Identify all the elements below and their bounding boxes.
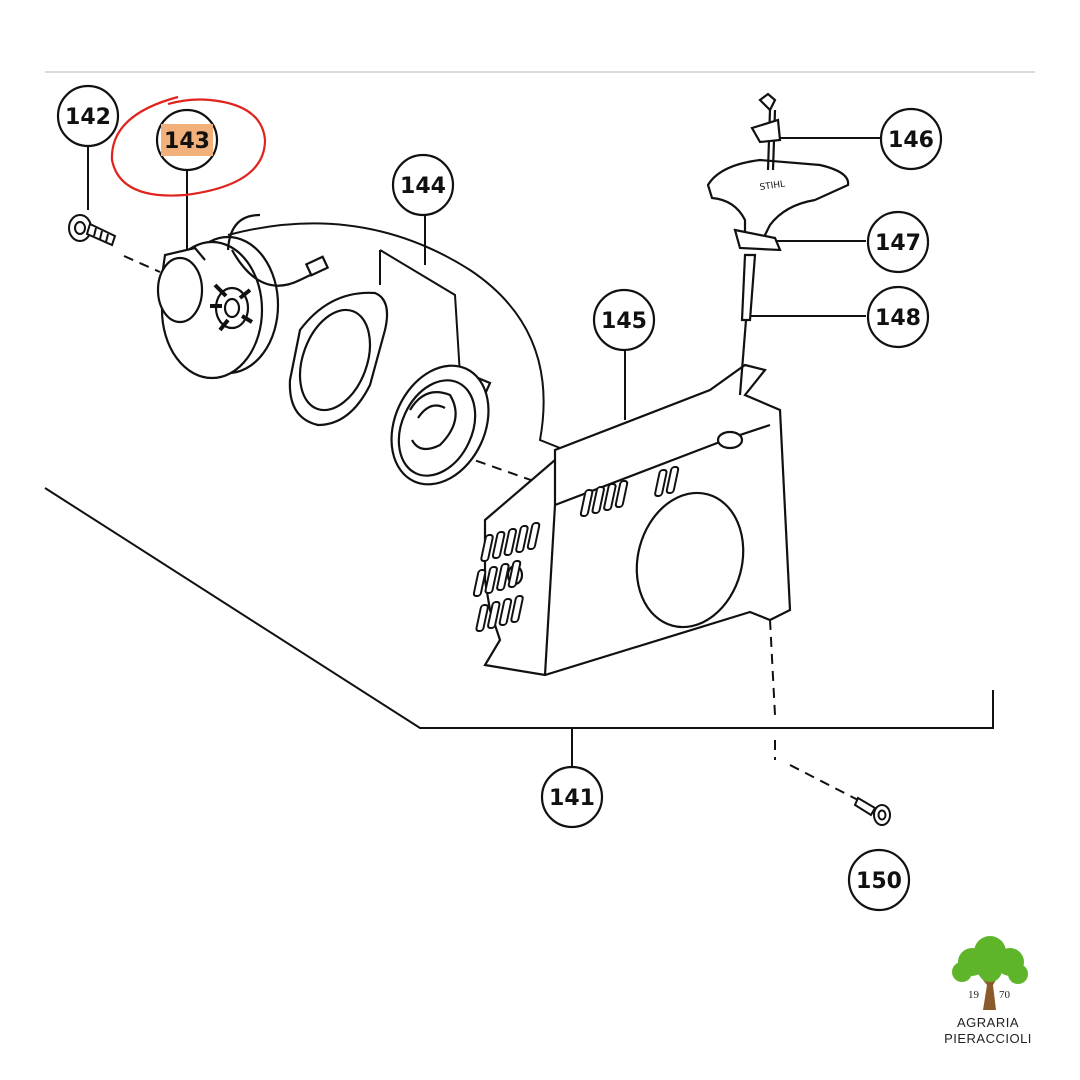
callout-labels: 142 143 144 145 146 147 148 141 150 (56, 84, 943, 912)
callout-highlight (161, 124, 213, 156)
vent-slot (510, 595, 524, 623)
vent-slot (472, 569, 487, 597)
screw-150-icon (853, 796, 891, 826)
leader-lines (87, 137, 880, 420)
callout-circle (592, 288, 656, 352)
callout-141: 141 (540, 765, 604, 829)
callout-circle (391, 153, 455, 217)
callout-circle (866, 210, 930, 274)
spring-cassette-144-icon (288, 291, 492, 486)
vent-slot (491, 531, 506, 559)
vent-slot (579, 489, 594, 517)
callout-circle (866, 285, 930, 349)
housing-vent-slots (472, 466, 680, 632)
callout-label: 142 (65, 105, 111, 130)
tree-icon (952, 936, 1028, 1010)
screw-142-icon (68, 214, 117, 247)
assembly-guide-lines (44, 222, 994, 801)
vent-slot (475, 604, 489, 632)
vent-slot (654, 469, 668, 497)
callout-label: 145 (601, 309, 647, 334)
callout-circle (879, 107, 943, 171)
callout-label: 150 (856, 869, 902, 894)
vent-slot (515, 525, 529, 553)
starter-housing-145-icon (483, 363, 792, 677)
svg-text:STIHL: STIHL (759, 179, 786, 192)
callout-148: 148 (866, 285, 930, 349)
vent-slot (480, 534, 494, 562)
callout-circle (847, 848, 911, 912)
logo-year-left: 19 (968, 989, 980, 1001)
callout-label: 147 (875, 231, 921, 256)
vent-slot (614, 480, 629, 508)
callout-label: 143 (164, 129, 210, 154)
highlight-circle-mark (110, 95, 267, 197)
callout-147: 147 (866, 210, 930, 274)
vent-slot (487, 601, 501, 629)
handle-sleeve-147-icon (733, 228, 782, 252)
callout-label: 148 (875, 306, 921, 331)
callout-146: 146 (879, 107, 943, 171)
vent-slot (503, 528, 518, 556)
callout-143: 143 (155, 108, 219, 172)
callout-label: 144 (400, 174, 446, 199)
callout-circle (56, 84, 120, 148)
starter-handle-146-icon: STIHL (706, 92, 850, 247)
vent-slot (591, 486, 605, 514)
pulley-143-icon (156, 213, 330, 380)
logo-year-right: 70 (999, 989, 1011, 1001)
callout-label: 141 (549, 786, 595, 811)
callout-circle (540, 765, 604, 829)
vent-slot (496, 563, 510, 591)
logo-line1: AGRARIA (957, 1015, 1019, 1030)
brand-logo: 19 70 AGRARIA PIERACCIOLI (944, 936, 1032, 1046)
logo-line2: PIERACCIOLI (944, 1031, 1032, 1046)
vent-slot (507, 560, 522, 588)
vent-slot (665, 466, 680, 494)
callout-144: 144 (391, 153, 455, 217)
callout-145: 145 (592, 288, 656, 352)
starter-rope-148-icon (738, 253, 757, 396)
callout-150: 150 (847, 848, 911, 912)
callout-label: 146 (888, 128, 934, 153)
vent-slot (484, 566, 498, 594)
vent-slot (603, 483, 617, 511)
callout-142: 142 (56, 84, 120, 148)
vent-slot (526, 522, 541, 550)
vent-slot (498, 598, 513, 626)
